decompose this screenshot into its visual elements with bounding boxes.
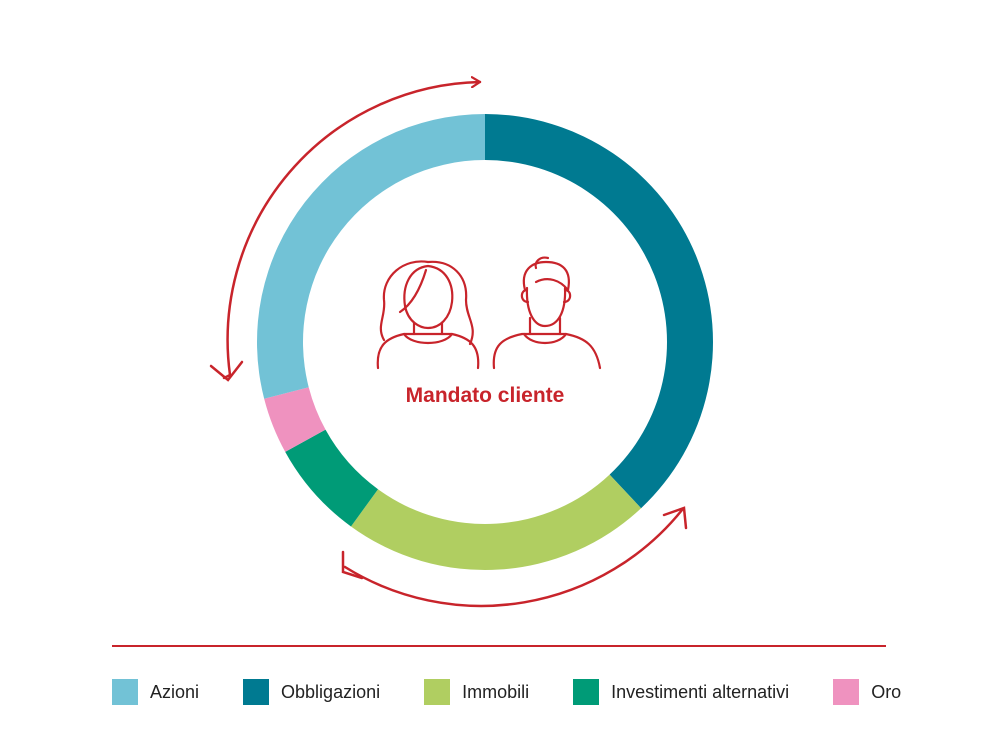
donut-slices bbox=[256, 114, 713, 570]
legend-swatch bbox=[112, 679, 138, 705]
arrow-top bbox=[226, 82, 482, 377]
arrow-left-head bbox=[209, 360, 244, 382]
woman-icon bbox=[376, 260, 480, 370]
center-label: Mandato cliente bbox=[406, 384, 565, 407]
slice-investimenti-alternativi bbox=[285, 429, 379, 527]
slice-obbligazioni bbox=[485, 114, 713, 509]
legend: Azioni Obbligazioni Immobili Investimenti a… bbox=[112, 678, 901, 706]
legend-swatch bbox=[243, 679, 270, 705]
slice-azioni bbox=[256, 114, 485, 399]
legend-item: Immobili bbox=[424, 679, 529, 705]
man-icon bbox=[492, 256, 602, 370]
legend-divider bbox=[112, 645, 886, 647]
arrow-bottom-head-left bbox=[341, 550, 364, 580]
legend-label: Investimenti alternativi bbox=[611, 681, 790, 702]
arrow-bottom-head-right bbox=[662, 506, 688, 530]
legend-label: Immobili bbox=[462, 681, 530, 702]
arrow-bottom bbox=[343, 508, 684, 608]
legend-item: Obbligazioni bbox=[243, 679, 380, 705]
legend-swatch bbox=[833, 679, 860, 705]
legend-swatch bbox=[424, 679, 451, 705]
slice-oro bbox=[264, 387, 326, 452]
legend-swatch bbox=[573, 679, 600, 705]
legend-label: Oro bbox=[871, 681, 902, 702]
legend-item: Investimenti alternativi bbox=[573, 679, 789, 705]
legend-label: Azioni bbox=[150, 681, 200, 702]
donut-chart: Mandato cliente bbox=[209, 0, 713, 608]
legend-label: Obbligazioni bbox=[281, 681, 381, 702]
legend-item: Oro bbox=[833, 679, 901, 705]
cycle-arrow-icon bbox=[209, 82, 688, 608]
legend-item: Azioni bbox=[112, 679, 199, 705]
slice-immobili bbox=[350, 474, 642, 570]
